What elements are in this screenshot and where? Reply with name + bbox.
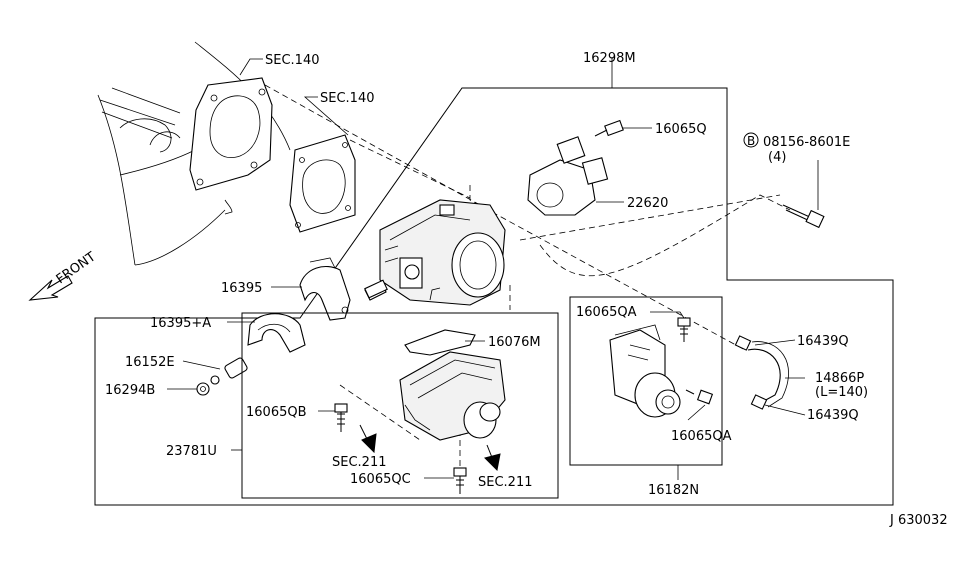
label-b-circle: B: [747, 134, 755, 148]
label-16298M: 16298M: [583, 51, 636, 66]
arrow-sec211-a: [359, 424, 377, 454]
main-frame: [94, 87, 894, 506]
label-08156: 08156-8601E: [763, 135, 850, 150]
label-sec140-a: SEC.140: [265, 53, 320, 68]
align-line-2: [349, 139, 471, 199]
bracket-16395A: [247, 313, 306, 353]
label-22620: 22620: [627, 196, 668, 211]
bracket-16395: [299, 257, 388, 321]
front-arrow: [28, 275, 73, 301]
spacer-16152E: [224, 357, 248, 379]
align-line-3: [469, 185, 746, 351]
label-16439Q-bot: 16439Q: [807, 408, 859, 423]
throttle-position-sensor: [527, 136, 609, 216]
b-circle-icon: [743, 132, 759, 148]
label-16294B: 16294B: [105, 383, 155, 398]
label-front: FRONT: [54, 249, 99, 287]
hose-14866P: [747, 341, 789, 408]
screw-16065QA-top: [677, 317, 691, 342]
label-14866P: 14866P: [815, 371, 864, 386]
inner-box-16182N: [569, 296, 723, 466]
align-line-6: [339, 384, 421, 441]
screw-16065QA-bot: [685, 389, 714, 405]
label-16065QA-top: 16065QA: [576, 305, 637, 320]
label-16065QC: 16065QC: [350, 472, 411, 487]
screw-16065QB: [334, 403, 348, 432]
clamp-16439Q-bot: [750, 394, 768, 410]
gasket: [289, 134, 356, 233]
label-reference: J 630032: [889, 513, 948, 528]
label-16439Q-top: 16439Q: [797, 334, 849, 349]
gasket-16076M: [404, 329, 476, 356]
nut-16294B: [196, 375, 220, 396]
label-16065QA-bot: 16065QA: [671, 429, 732, 444]
clamp-16439Q-top: [734, 335, 752, 351]
leader-lines: [167, 57, 819, 480]
arrow-sec211-b: [484, 444, 501, 472]
intake-manifold: [97, 41, 291, 266]
align-line-5: [539, 194, 791, 277]
label-len140: (L=140): [815, 385, 868, 400]
label-16076M: 16076M: [488, 335, 541, 350]
label-sec140-b: SEC.140: [320, 91, 375, 106]
screw-16065QC: [453, 467, 467, 494]
screw-16065Q: [594, 119, 624, 137]
label-sec211-a: SEC.211: [332, 455, 387, 470]
throttle-body: [364, 199, 506, 306]
label-23781U: 23781U: [166, 444, 217, 459]
label-16395: 16395: [221, 281, 262, 296]
label-16065Q: 16065Q: [655, 122, 707, 137]
inner-box-23781U: [241, 312, 559, 499]
bolt-08156: [782, 204, 825, 229]
label-16182N: 16182N: [648, 483, 699, 498]
aux-air-valve: [399, 351, 506, 441]
align-line-1: [264, 84, 481, 206]
manifold-flange: [189, 77, 273, 191]
align-line-4: [519, 194, 781, 241]
label-16395A: 16395+A: [150, 316, 211, 331]
label-qty4: (4): [768, 150, 786, 165]
label-sec211-b: SEC.211: [478, 475, 533, 490]
label-16065QB: 16065QB: [246, 405, 307, 420]
label-16152E: 16152E: [125, 355, 175, 370]
valve-16182N: [609, 324, 681, 418]
